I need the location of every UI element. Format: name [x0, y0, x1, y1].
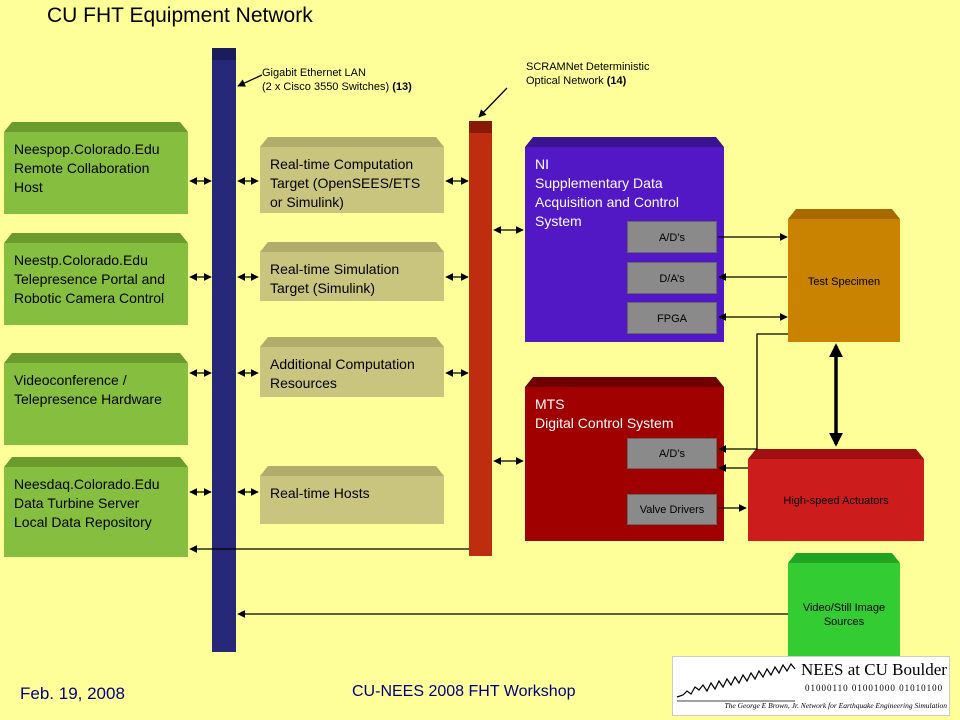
page-title: CU FHT Equipment Network	[47, 4, 313, 27]
gigabit-lan-bus	[212, 48, 236, 652]
neespop-host-box: Neespop.Colorado.Edu Remote Collaboratio…	[4, 122, 188, 214]
ni-da-module: D/A’s	[627, 262, 717, 294]
actuators-box: High-speed Actuators	[748, 449, 924, 541]
video-sources-box: Video/Still Image Sources	[788, 553, 900, 667]
logo-title: NEES at CU Boulder	[801, 660, 947, 679]
additional-computation-label: Additional Computation Resources	[270, 356, 415, 391]
neespop-label: Neespop.Colorado.Edu Remote Collaboratio…	[14, 141, 160, 195]
realtime-hosts-label: Real-time Hosts	[270, 485, 370, 501]
scramnet-note-line1: SCRAMNet Deterministic	[526, 61, 650, 73]
additional-computation-box: Additional Computation Resources	[260, 337, 444, 397]
mts-control-label: MTS Digital Control System	[535, 396, 674, 431]
actuators-label: High-speed Actuators	[783, 495, 889, 507]
test-specimen-label: Test Specimen	[807, 276, 881, 288]
footer-date: Feb. 19, 2008	[20, 684, 125, 703]
nees-cu-logo: NEES at CU Boulder 01000110 01001000 010…	[672, 656, 950, 716]
realtime-hosts-box: Real-time Hosts	[260, 466, 444, 524]
gigabit-lan-bus-cap	[212, 48, 236, 60]
scramnet-note: SCRAMNet Deterministic Optical Network (…	[526, 60, 649, 88]
neesdaq-label: Neesdaq.Colorado.Edu Data Turbine Server…	[14, 476, 160, 530]
mts-valve-drivers-module: Valve Drivers	[627, 494, 717, 525]
logo-subtitle: The George E Brown, Jr. Network for Eart…	[724, 701, 947, 710]
ni-fpga-module: FPGA	[627, 302, 717, 334]
videoconference-label: Videoconference / Telepresence Hardware	[14, 372, 162, 407]
neesdaq-box: Neesdaq.Colorado.Edu Data Turbine Server…	[4, 457, 188, 557]
realtime-computation-box: Real-time Computation Target (OpenSEES/E…	[260, 137, 444, 213]
video-sources-label: Video/Still Image Sources	[802, 602, 886, 628]
videoconference-box: Videoconference / Telepresence Hardware	[4, 353, 188, 445]
scramnet-bus	[469, 121, 492, 556]
lan-note: Gigabit Ethernet LAN (2 x Cisco 3550 Swi…	[262, 66, 412, 94]
scramnet-bus-cap	[469, 121, 492, 133]
realtime-simulation-box: Real-time Simulation Target (Simulink)	[260, 242, 444, 301]
test-specimen-box: Test Specimen	[788, 209, 900, 342]
footer-event: CU-NEES 2008 FHT Workshop	[352, 683, 576, 700]
ni-daq-label: NI Supplementary Data Acquisition and Co…	[535, 156, 679, 229]
realtime-simulation-label: Real-time Simulation Target (Simulink)	[270, 261, 400, 296]
realtime-computation-label: Real-time Computation Target (OpenSEES/E…	[270, 156, 421, 210]
mts-ad-module: A/D’s	[627, 438, 717, 469]
scramnet-note-line2: Optical Network (14)	[526, 75, 627, 87]
neestp-portal-box: Neestp.Colorado.Edu Telepresence Portal …	[4, 233, 188, 325]
seismograph-icon	[676, 662, 796, 702]
lan-note-line2: (2 x Cisco 3550 Switches) (13)	[262, 81, 412, 93]
ni-ad-module: A/D’s	[627, 221, 717, 253]
neestp-label: Neestp.Colorado.Edu Telepresence Portal …	[14, 252, 165, 306]
logo-binary: 01000110 01001000 01010100	[805, 683, 944, 693]
lan-note-line1: Gigabit Ethernet LAN	[262, 67, 366, 79]
